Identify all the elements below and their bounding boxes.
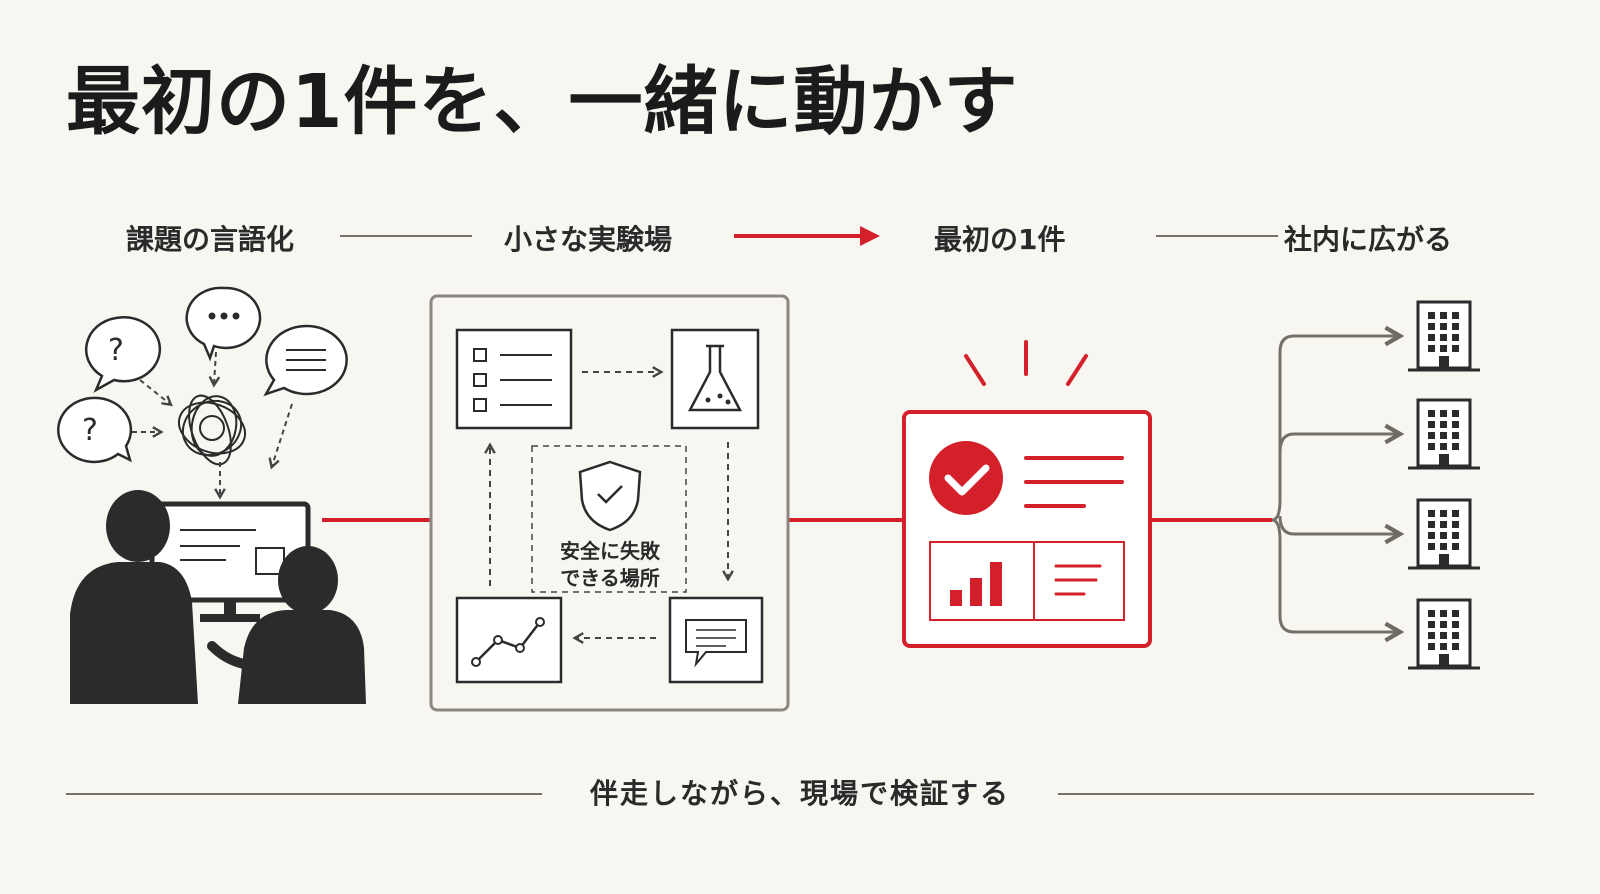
spread-branches <box>1271 336 1398 632</box>
first-case-panel <box>929 541 1125 621</box>
building-icon <box>1408 398 1480 470</box>
stage-label-problem-verbalization: 課題の言語化 <box>126 223 295 256</box>
line-chart-icon <box>455 596 563 684</box>
checklist-icon <box>455 328 573 430</box>
thought-arrows <box>132 351 293 500</box>
shield-check-icon <box>578 460 642 532</box>
bar-chart-icon <box>950 562 1002 606</box>
message-icon <box>668 596 764 684</box>
page-title: 最初の1件を、一緒に動かす <box>66 59 1019 145</box>
building-icon <box>1408 598 1480 670</box>
building-icon <box>1408 498 1480 570</box>
safe-place-label-line-1: 安全に失敗 <box>560 539 660 563</box>
stage-label-spread-internally: 社内に広がる <box>1284 223 1453 256</box>
first-case-card <box>902 410 1152 648</box>
safe-place-label-line-2: できる場所 <box>560 566 660 590</box>
flask-icon <box>670 328 760 430</box>
buildings-group <box>1408 300 1480 670</box>
safe-zone-dashed-box <box>531 445 687 593</box>
text-bubble-icon <box>263 324 348 397</box>
question-bubble-icon <box>85 316 162 393</box>
people-at-computer-icon <box>70 490 366 704</box>
building-icon <box>1408 300 1480 372</box>
question-mark-1: ? <box>108 333 124 368</box>
first-case-report-lines <box>1054 564 1102 596</box>
first-case-text-lines <box>1024 456 1124 508</box>
question-bubble-icon <box>57 396 133 464</box>
ellipsis-bubble-icon <box>185 286 262 362</box>
safe-place-label: 安全に失敗 できる場所 <box>530 538 690 592</box>
footer-caption: 伴走しながら、現場で検証する <box>589 777 1010 810</box>
stage-label-first-case: 最初の1件 <box>934 223 1066 256</box>
experiment-cycle-arrows <box>484 366 734 644</box>
stage-label-small-experiment: 小さな実験場 <box>504 223 673 256</box>
tangled-thought-icon <box>178 394 246 466</box>
first-case-sparks <box>964 340 1088 386</box>
check-badge-icon <box>929 441 1003 515</box>
question-mark-2: ? <box>82 413 98 448</box>
